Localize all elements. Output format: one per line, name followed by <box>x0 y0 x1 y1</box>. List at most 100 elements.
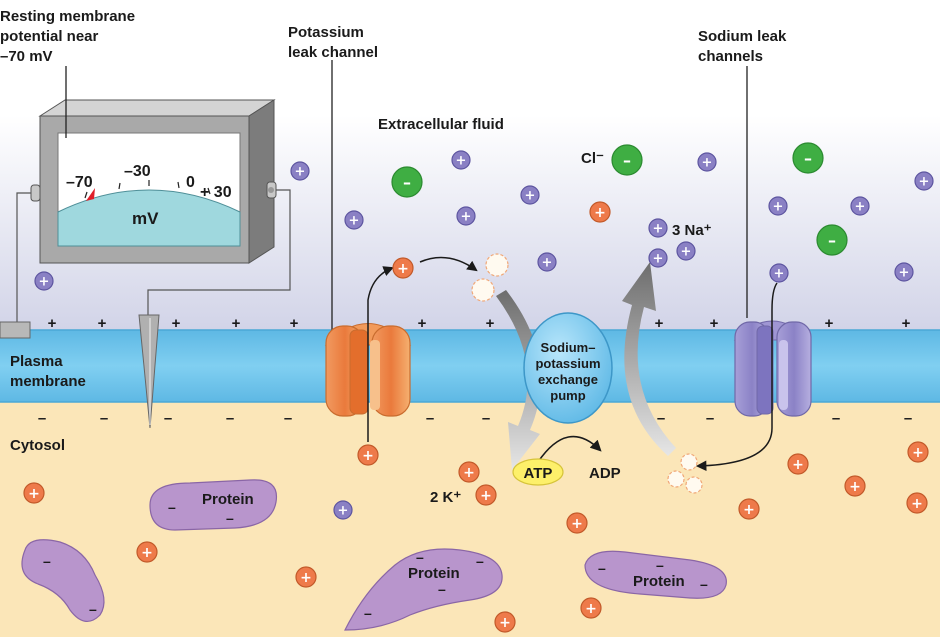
chloride-ion: – <box>391 166 423 198</box>
protein-charge: – <box>89 601 97 617</box>
protein-charge: – <box>168 499 176 515</box>
surface-positive-charge: + <box>98 315 107 332</box>
svg-text:+: + <box>461 210 472 225</box>
surface-negative-charge: – <box>164 410 172 427</box>
surface-positive-charge: + <box>655 315 664 332</box>
svg-text:+: + <box>542 256 553 271</box>
svg-text:–: – <box>828 231 836 250</box>
adp-label: ADP <box>589 465 621 482</box>
surface-negative-charge: – <box>226 410 234 427</box>
surface-positive-charge: + <box>902 315 911 332</box>
svg-text:+: + <box>899 266 910 281</box>
cytosol-region <box>0 400 940 637</box>
sodium-ion: + <box>648 218 668 238</box>
svg-text:+: + <box>571 516 583 532</box>
protein-charge: – <box>598 560 606 576</box>
potassium-count-label: 2 K⁺ <box>430 489 461 506</box>
surface-negative-charge: – <box>284 410 292 427</box>
protein-molecule <box>21 539 105 622</box>
meter-scale-minus70: –70 <box>66 174 93 191</box>
svg-text:+: + <box>681 245 692 260</box>
sodium-potassium-pump <box>523 312 613 424</box>
sodium-ion: + <box>456 206 476 226</box>
potassium-ion: + <box>295 566 317 588</box>
svg-text:+: + <box>653 252 664 267</box>
chloride-ion: – <box>816 224 848 256</box>
extracellular-fluid-label: Extracellular fluid <box>378 116 504 133</box>
svg-text:+: + <box>349 214 360 229</box>
sodium-ion: + <box>697 152 717 172</box>
potassium-ion: + <box>458 461 480 483</box>
meter-needle <box>86 188 95 201</box>
svg-text:+: + <box>525 189 536 204</box>
svg-text:+: + <box>773 200 784 215</box>
surface-positive-charge: + <box>48 315 57 332</box>
chloride-label: Cl⁻ <box>581 150 604 167</box>
protein-label: Protein <box>408 565 460 582</box>
protein-label: Protein <box>202 491 254 508</box>
atp-label: ATP <box>524 465 553 482</box>
pump-label-line1: Sodium– <box>541 340 596 355</box>
potassium-exit-arrow <box>419 256 478 272</box>
surface-positive-charge: + <box>290 315 299 332</box>
sodium-leak-channel <box>733 320 812 417</box>
sodium-ion: + <box>894 262 914 282</box>
surface-positive-charge: + <box>825 315 834 332</box>
sodium-ion: + <box>768 196 788 216</box>
meter-scale-zero: 0 <box>186 174 195 191</box>
protein-charge: – <box>656 557 664 573</box>
svg-text:+: + <box>456 154 467 169</box>
svg-text:+: + <box>774 267 785 282</box>
potassium-ion: + <box>844 475 866 497</box>
potassium-ion: + <box>787 453 809 475</box>
cytosol-label: Cytosol <box>10 437 65 454</box>
surface-negative-charge: – <box>832 410 840 427</box>
svg-text:+: + <box>743 502 755 518</box>
surface-negative-charge: – <box>426 410 434 427</box>
microelectrode <box>138 314 160 429</box>
svg-text:+: + <box>28 486 40 502</box>
pump-label-line4: pump <box>550 388 585 403</box>
potassium-ion: + <box>475 484 497 506</box>
svg-text:+: + <box>499 615 511 631</box>
protein-charge: – <box>476 553 484 569</box>
svg-text:+: + <box>585 601 597 617</box>
pump-label-line2: potassium <box>535 356 600 371</box>
meter-scale-minus30: –30 <box>124 163 151 180</box>
atp-to-adp-arrow <box>537 435 602 463</box>
svg-text:+: + <box>849 479 861 495</box>
potassium-ion: + <box>907 441 929 463</box>
potassium-ion: + <box>566 512 588 534</box>
svg-text:+: + <box>397 261 409 277</box>
surface-negative-charge: – <box>904 410 912 427</box>
svg-text:+: + <box>480 488 492 504</box>
svg-text:+: + <box>338 504 349 519</box>
voltmeter: –70 –30 0 + 30 mV <box>30 99 277 264</box>
atp-badge <box>512 458 564 486</box>
protein-charge: – <box>226 510 234 526</box>
protein-charge: – <box>416 549 424 565</box>
svg-text:+: + <box>362 448 374 464</box>
svg-text:+: + <box>702 156 713 171</box>
surface-positive-charge: + <box>486 315 495 332</box>
surface-positive-charge: + <box>232 315 241 332</box>
potassium-ion: + <box>738 498 760 520</box>
protein-charge: – <box>700 576 708 592</box>
potassium-ion: + <box>392 257 414 279</box>
sodium-ion: + <box>850 196 870 216</box>
pump-label-line3: exchange <box>538 372 598 387</box>
sodium-ion: + <box>769 263 789 283</box>
protein-charge: – <box>43 553 51 569</box>
svg-text:+: + <box>141 545 153 561</box>
meter-scale-plus30: + 30 <box>200 184 232 201</box>
sodium-count-label: 3 Na⁺ <box>672 222 712 239</box>
potassium-leak-path-arrow <box>367 266 394 442</box>
surface-negative-charge: – <box>482 410 490 427</box>
chloride-ion: – <box>611 144 643 176</box>
potassium-leak-channel-label: Potassium leak channel <box>288 24 378 61</box>
svg-text:+: + <box>594 205 606 221</box>
potassium-ion: + <box>906 492 928 514</box>
svg-text:+: + <box>300 570 312 586</box>
sodium-leak-path-arrow <box>695 282 778 472</box>
surface-negative-charge: – <box>38 410 46 427</box>
